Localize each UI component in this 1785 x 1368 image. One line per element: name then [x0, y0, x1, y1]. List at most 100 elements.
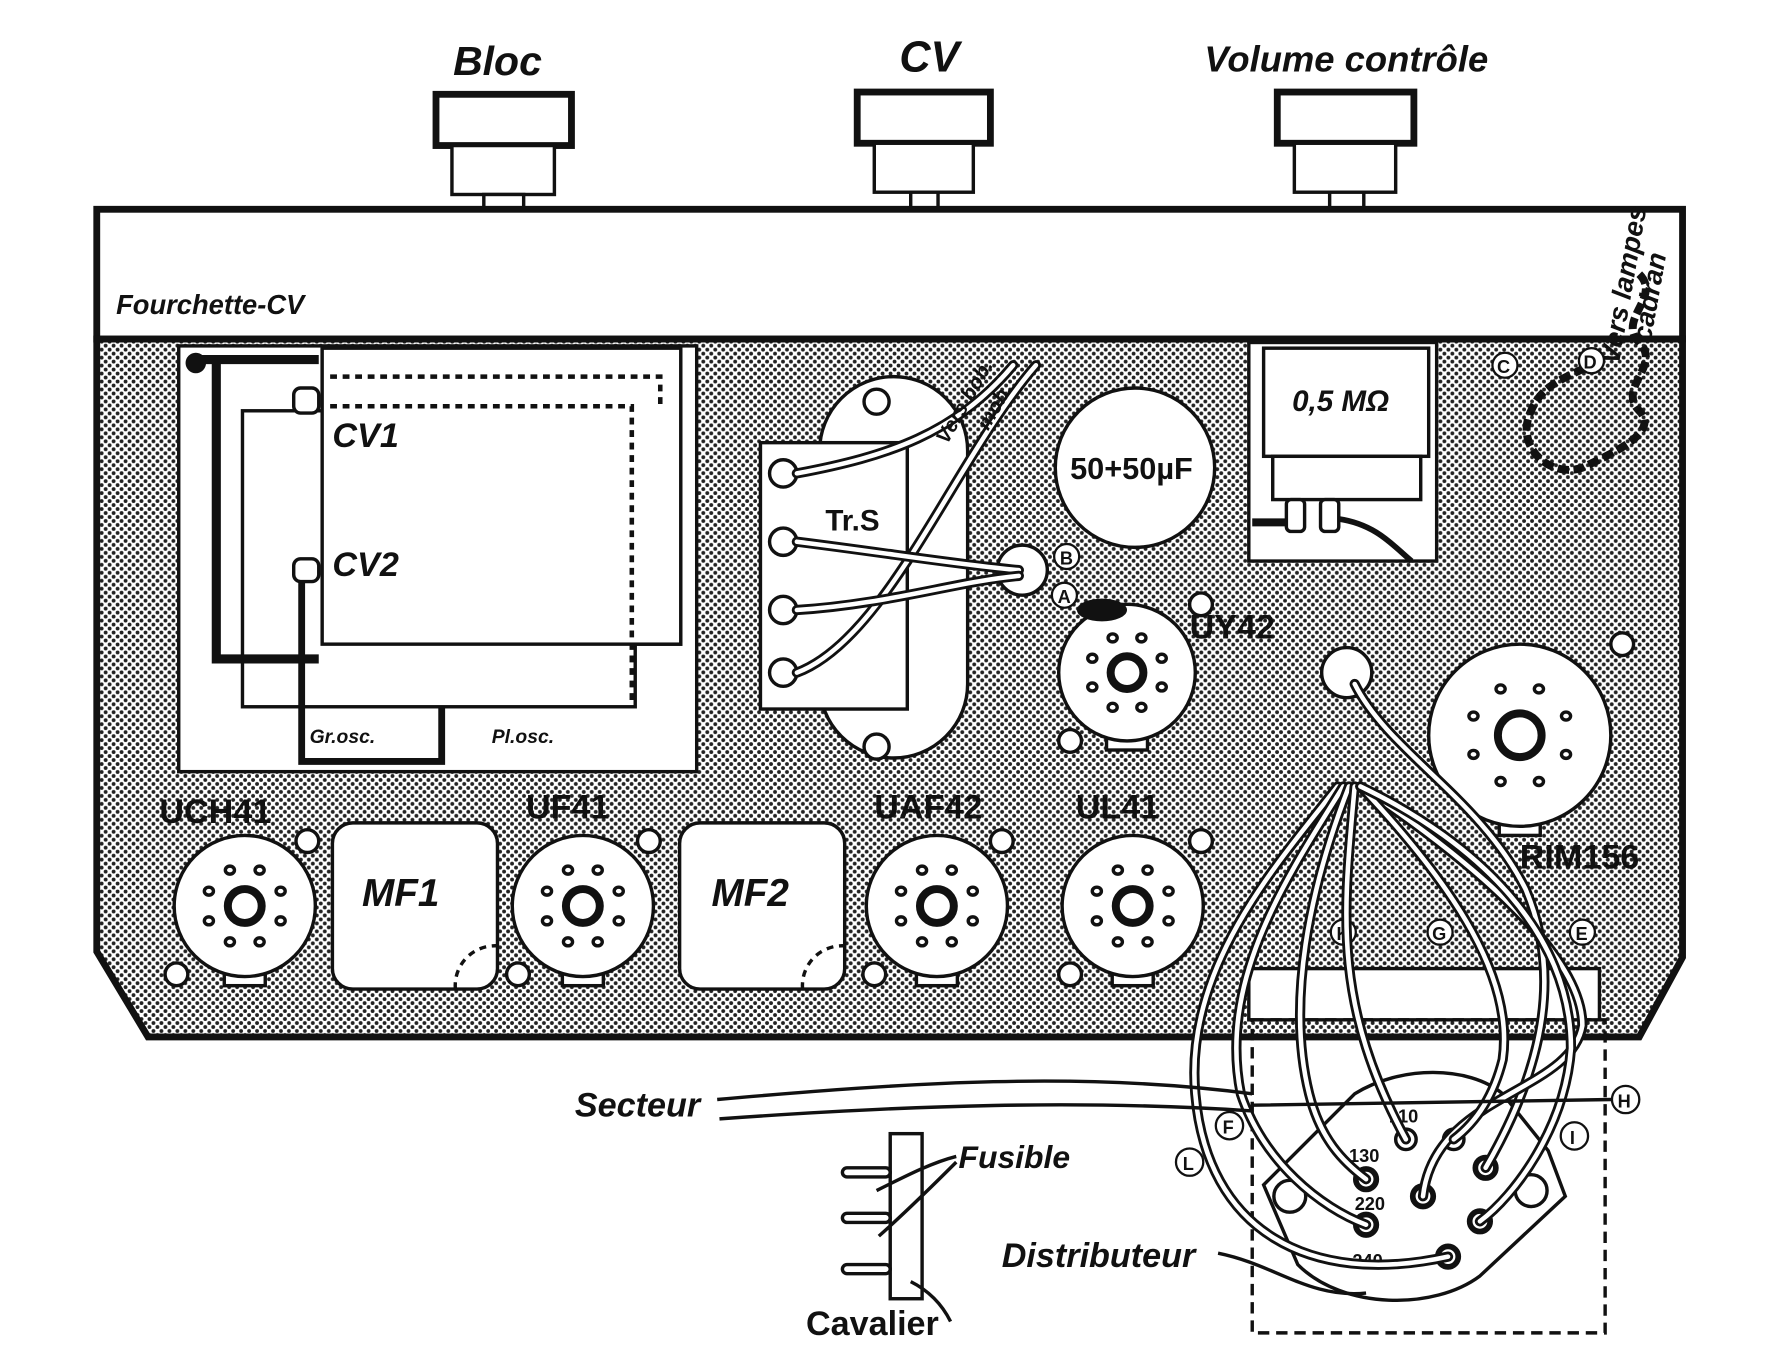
socket-rim156 [1426, 642, 1613, 838]
point-f: F [1214, 1110, 1245, 1141]
socket-pin [1559, 748, 1573, 761]
fourchette-label: Fourchette-CV [116, 289, 307, 320]
rim156-label: RIM156 [1520, 838, 1640, 876]
volume-label: Volume contrôle [1204, 39, 1488, 80]
fuse-holder [840, 1131, 958, 1323]
output-transformer: Tr.S Vers bob. mob. [758, 356, 1050, 761]
socket-center-hole [1493, 709, 1546, 762]
point-i: I [1559, 1121, 1590, 1151]
socket-pin [1532, 683, 1546, 695]
socket-pin [1141, 936, 1154, 948]
cv-label: CV [899, 34, 962, 82]
socket-pin [1111, 936, 1125, 948]
svg-text:B: B [1060, 548, 1073, 568]
socket-pin [1106, 701, 1119, 714]
svg-text:L: L [1183, 1154, 1194, 1174]
socket-pin [915, 936, 929, 948]
point-e: E [1568, 918, 1597, 946]
mf1-transformer: MF1 [330, 821, 500, 991]
socket-center-hole [1106, 652, 1148, 693]
socket-pin [1155, 681, 1168, 693]
socket-pin [223, 864, 237, 876]
svg-text:C: C [1497, 357, 1510, 377]
uch41-label: UCH41 [159, 793, 271, 831]
ul41-label: UL41 [1076, 788, 1159, 826]
distributeur-label: Distributeur [1002, 1237, 1197, 1275]
socket-pin [253, 864, 266, 876]
socket-pin [1467, 710, 1480, 722]
mounting-holes [163, 591, 1636, 988]
socket-pin [1467, 748, 1480, 761]
point-h: H [1610, 1084, 1641, 1115]
bloc-label: Bloc [453, 38, 542, 84]
volume-potentiometer: 0,5 MΩ [1247, 340, 1439, 564]
socket-pin [894, 885, 908, 897]
socket-pin [1162, 885, 1175, 897]
socket-pin [1135, 701, 1148, 714]
socket-pin [202, 885, 216, 897]
socket-pin [540, 885, 554, 897]
socket-pin [1532, 775, 1546, 788]
socket-pin [945, 936, 959, 948]
socket-pin [1155, 652, 1168, 664]
pl-osc-label: Pl.osc. [492, 726, 554, 748]
variable-capacitor-block: CV1 CV2 Gr.osc. Pl.osc. [177, 344, 699, 774]
socket-pin [274, 915, 287, 927]
point-l: L [1174, 1147, 1205, 1177]
socket-pin [1090, 885, 1104, 897]
voltage-130: 130 [1349, 1146, 1379, 1166]
cavalier-label: Cavalier [806, 1305, 939, 1343]
socket-pin [612, 885, 625, 897]
socket-center-hole [223, 885, 266, 927]
socket-pin [223, 936, 237, 948]
uaf42-label: UAF42 [874, 788, 982, 826]
svg-text:I: I [1570, 1128, 1575, 1148]
socket-ul41 [1060, 833, 1205, 988]
dial-lamp-wires [1522, 271, 1650, 474]
point-g: G [1426, 918, 1454, 946]
socket-center-hole [915, 885, 958, 927]
socket-pin [1090, 915, 1104, 927]
socket-pin [1111, 864, 1125, 876]
socket-pin [591, 936, 604, 948]
uf41-label: UF41 [526, 788, 610, 826]
socket-pin [1162, 915, 1175, 927]
socket-pin [1135, 632, 1148, 644]
point-d: D [1577, 347, 1606, 375]
fusible-label: Fusible [959, 1139, 1071, 1175]
socket-pin [1559, 710, 1573, 722]
svg-text:F: F [1223, 1118, 1234, 1138]
socket-pin [561, 864, 575, 876]
socket-pin [274, 885, 287, 897]
socket-pin [894, 915, 908, 927]
socket-pin [1086, 652, 1099, 664]
socket-pin [966, 885, 980, 897]
socket-uaf42 [864, 833, 1010, 988]
socket-pin [945, 864, 959, 876]
mf1-label: MF1 [362, 872, 439, 915]
point-c: C [1491, 351, 1519, 379]
svg-text:A: A [1058, 587, 1071, 607]
socket-pin [915, 864, 929, 876]
socket-pin [540, 915, 554, 927]
wire-bundle [1189, 678, 1588, 1270]
socket-uch41 [172, 833, 318, 988]
socket-pin [253, 936, 266, 948]
socket-uy42 [1056, 602, 1198, 752]
socket-pin [1141, 864, 1154, 876]
socket-center-hole [561, 885, 604, 927]
socket-pin [591, 864, 604, 876]
cv-knob [853, 88, 994, 213]
potentiometer-label: 0,5 MΩ [1292, 385, 1389, 418]
socket-pin [1494, 683, 1507, 695]
secteur-label: Secteur [575, 1087, 702, 1125]
socket-center-hole [1111, 885, 1154, 927]
socket-pin [1086, 681, 1099, 693]
socket-pin [612, 915, 625, 927]
mf2-label: MF2 [711, 872, 789, 915]
socket-pin [561, 936, 575, 948]
front-panel [93, 205, 1686, 343]
socket-pin [1106, 632, 1119, 644]
